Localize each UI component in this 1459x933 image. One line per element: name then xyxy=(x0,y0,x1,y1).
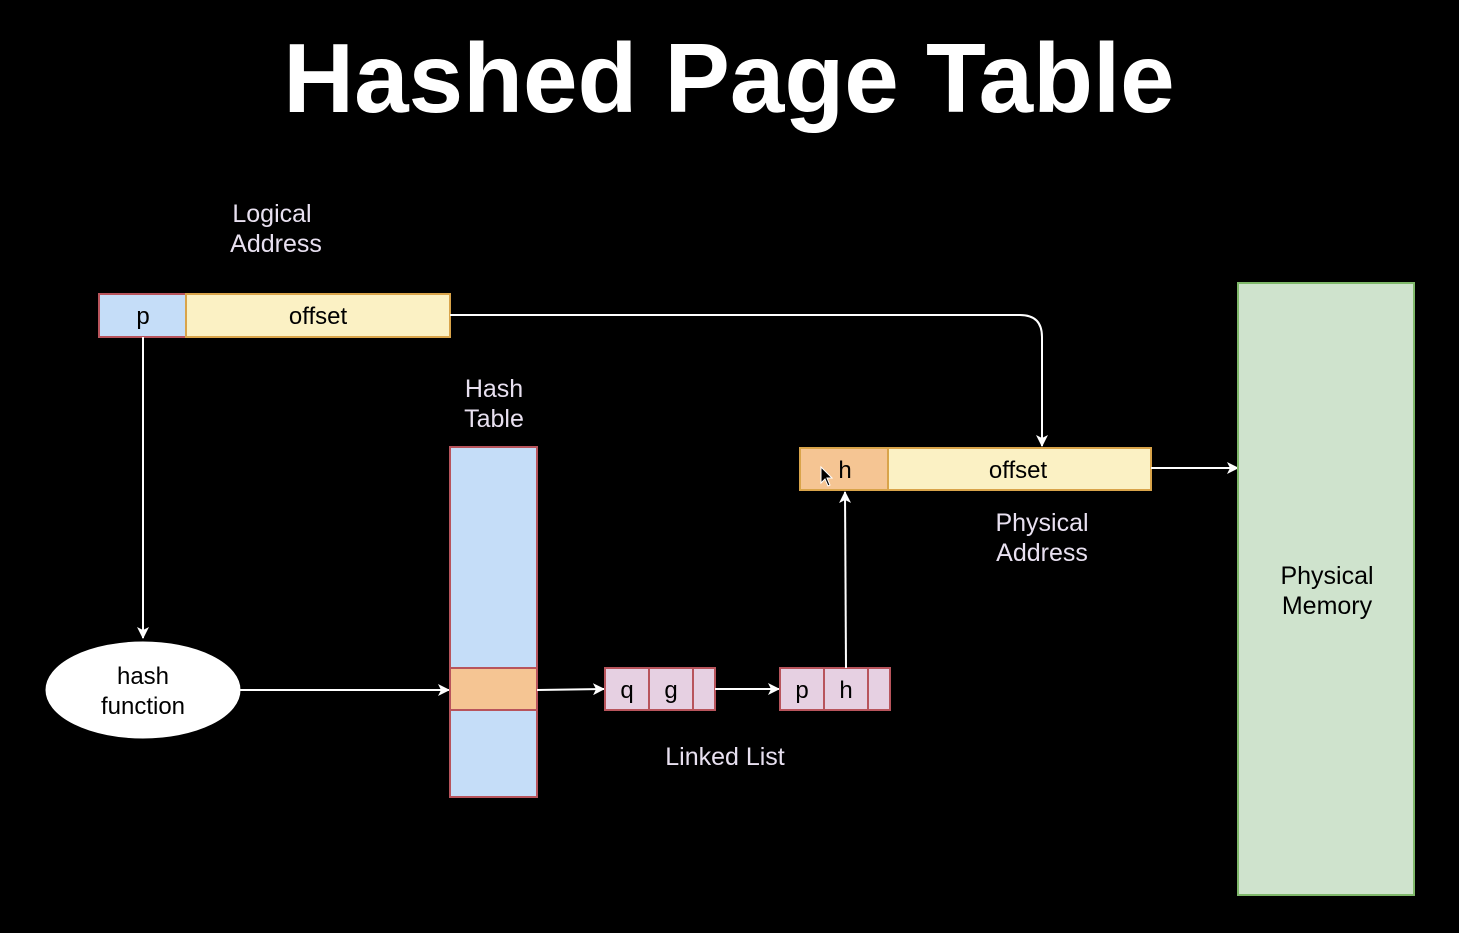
logical-page-text: p xyxy=(136,303,149,330)
hash-table-label-line2: Table xyxy=(464,405,524,433)
node-1-key-cell xyxy=(604,667,650,711)
hash-table-selected-entry xyxy=(449,667,538,711)
physical-offset-cell xyxy=(887,447,1152,491)
physical-memory-rect xyxy=(1237,282,1415,896)
mouse-cursor-icon xyxy=(820,465,834,487)
node-2-value-cell xyxy=(823,667,869,711)
node-1-next-cell xyxy=(692,667,716,711)
logical-address-label-line1: Logical xyxy=(232,200,311,228)
logical-offset-text: offset xyxy=(289,303,348,330)
physical-offset-text: offset xyxy=(989,457,1048,484)
node-2-value-text: h xyxy=(839,677,852,704)
node-1-value-cell xyxy=(648,667,694,711)
table-to-list-arrow xyxy=(536,683,605,696)
logical-page-cell xyxy=(98,293,187,338)
physical-address-label-line2: Address xyxy=(996,539,1088,567)
hash-table xyxy=(449,446,538,798)
physical-memory-block: Physical Memory xyxy=(1237,282,1415,896)
hash-function-node: hash function xyxy=(45,641,241,739)
physical-address-label-line1: Physical xyxy=(995,509,1088,537)
hash-function-label-line1: hash xyxy=(117,663,169,690)
logical-offset-cell xyxy=(185,293,451,338)
hash-function-ellipse xyxy=(45,641,241,739)
diagram-title: Hashed Page Table xyxy=(283,23,1174,133)
node-1-value-text: g xyxy=(664,677,677,704)
hash-function-label-line2: function xyxy=(101,693,185,720)
node-2-key-cell xyxy=(779,667,825,711)
node-2-next-cell xyxy=(867,667,891,711)
linked-list-node-1: q g xyxy=(604,667,716,711)
node-2-key-text: p xyxy=(795,677,808,704)
linked-list-label: Linked List xyxy=(665,743,785,771)
logical-address-box: p offset xyxy=(98,293,451,338)
frame-to-physical-arrow xyxy=(839,491,852,669)
physical-frame-text: h xyxy=(838,457,851,484)
linked-list-node-2: p h xyxy=(779,667,891,711)
physical-address-box: h offset xyxy=(799,447,1152,491)
offset-to-physical-arrow xyxy=(450,314,1048,447)
node-1-key-text: q xyxy=(620,677,633,704)
physical-memory-label-line2: Memory xyxy=(1282,592,1373,620)
hash-table-label-line1: Hash xyxy=(465,375,523,403)
hash-table-column xyxy=(449,446,538,798)
physical-memory-label-line1: Physical xyxy=(1280,562,1373,590)
logical-address-label-line2: Address xyxy=(230,230,322,258)
